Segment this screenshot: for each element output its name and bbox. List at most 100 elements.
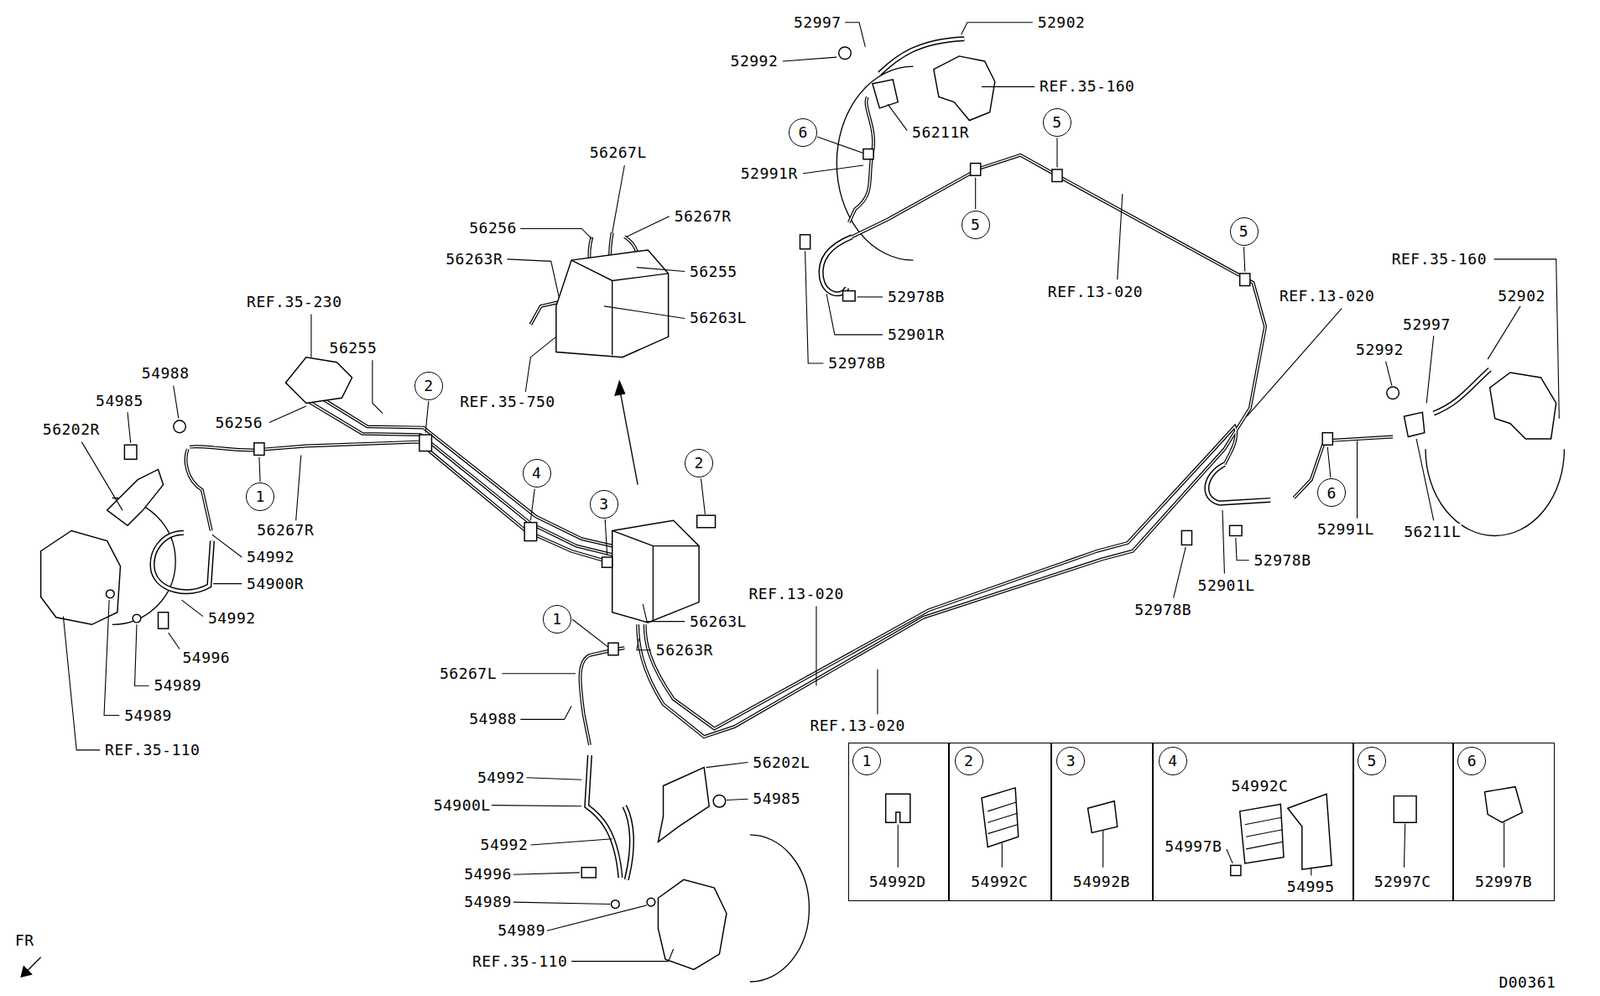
part-label: 54985 xyxy=(94,392,145,410)
hose-bracket xyxy=(107,469,164,526)
callout-circle: 2 xyxy=(954,746,984,776)
part-label: 52992 xyxy=(1355,341,1405,359)
part-label: 56211R xyxy=(911,124,970,141)
arrow-head xyxy=(614,379,626,396)
leader-line xyxy=(897,824,899,868)
parts-table-cell: 54992B 3 xyxy=(1051,742,1154,902)
callout-number: 4 xyxy=(1167,752,1178,770)
callout-circle: 5 xyxy=(1357,746,1387,776)
leader-line xyxy=(1001,843,1003,868)
part-label: REF.13-020 xyxy=(1278,287,1376,305)
clip-icon xyxy=(1393,796,1417,824)
leader-line xyxy=(626,216,670,237)
abs-unit xyxy=(612,520,699,623)
leader-line xyxy=(844,22,866,47)
callout-circle: 4 xyxy=(522,458,552,488)
leader-line xyxy=(1487,306,1521,360)
leader-line xyxy=(1356,440,1358,518)
part-label: 54996 xyxy=(463,865,513,883)
part-label: 56255 xyxy=(328,339,379,357)
pipe-clip xyxy=(970,163,981,177)
callout-circle: 4 xyxy=(1158,746,1188,776)
explode-arrow xyxy=(620,392,638,485)
callout-circle: 5 xyxy=(1229,217,1259,246)
part-label: REF.13-020 xyxy=(808,717,906,735)
part-label: 56267L xyxy=(438,665,498,683)
clip-icon xyxy=(981,787,1019,848)
leader-line xyxy=(62,616,100,751)
part-label: REF.13-020 xyxy=(1047,283,1144,301)
part-number: 54992D xyxy=(868,874,928,892)
leader-line xyxy=(296,454,302,521)
part-label: 56267R xyxy=(255,522,315,540)
part-label: REF.35-160 xyxy=(1391,250,1488,268)
part-label: 52997 xyxy=(792,14,843,32)
part-label: 56263R xyxy=(444,250,504,268)
nut xyxy=(839,46,852,60)
callout-number: 5 xyxy=(1052,114,1062,131)
leader-line xyxy=(547,905,647,931)
leader-line xyxy=(1426,335,1434,403)
parts-table-cell: 54992D1 xyxy=(848,742,949,902)
leader-line xyxy=(974,177,976,210)
part-label: FR xyxy=(14,932,36,949)
part-number: 54992C xyxy=(969,874,1029,892)
part-label: D00361 xyxy=(1497,974,1557,991)
bolt-icon xyxy=(1230,865,1241,876)
pipe-clip xyxy=(602,557,613,568)
leader-line xyxy=(1310,867,1312,876)
washer xyxy=(132,614,141,623)
part-label: 52978B xyxy=(827,354,886,372)
callout-circle: 3 xyxy=(589,489,619,519)
leader-line xyxy=(642,604,685,622)
leader-line xyxy=(887,104,907,131)
part-label: REF.35-110 xyxy=(104,741,201,759)
part-label: 52991R xyxy=(740,165,799,183)
leader-line xyxy=(310,314,312,358)
caliper xyxy=(657,879,726,970)
leader-line xyxy=(857,296,883,298)
callout-number: 1 xyxy=(255,488,265,506)
leader-line xyxy=(520,706,572,720)
callout-circle: 3 xyxy=(1056,746,1085,776)
part-label: 56263L xyxy=(688,613,748,631)
leader-line xyxy=(506,259,559,298)
washer xyxy=(611,900,621,909)
part-label: 56256 xyxy=(468,220,518,238)
brake-hose xyxy=(152,38,1491,880)
leader-line xyxy=(817,136,864,153)
abs-unit xyxy=(612,530,699,621)
part-label: REF.35-750 xyxy=(458,393,556,411)
pipe-clip xyxy=(254,442,265,456)
clip-icon xyxy=(987,802,1017,834)
brake-disc xyxy=(750,834,810,982)
leader-line xyxy=(571,948,674,962)
part-number: 54992B xyxy=(1072,874,1131,892)
callout-number: 6 xyxy=(797,124,808,141)
leader-line xyxy=(1222,510,1225,574)
leader-line xyxy=(525,336,556,392)
leader-line xyxy=(706,762,749,768)
callout-number: 2 xyxy=(693,454,704,472)
leader-line xyxy=(530,839,612,845)
part-label: 56256 xyxy=(213,414,264,432)
part-label: 56211L xyxy=(1402,523,1462,541)
bolt xyxy=(1229,525,1243,536)
leader-line xyxy=(604,519,607,556)
leader-line xyxy=(1246,307,1342,417)
leader-line xyxy=(372,359,383,413)
part-label: 54989 xyxy=(496,922,547,939)
brake-hose xyxy=(152,38,1491,880)
hose-bracket xyxy=(872,79,898,109)
pipe-clip xyxy=(1240,273,1251,287)
leader-line xyxy=(513,872,580,875)
abs-unit xyxy=(571,260,669,355)
brake-disc xyxy=(836,66,913,261)
leader-line xyxy=(81,442,123,511)
part-label: 54992 xyxy=(245,548,296,566)
bracket-icon xyxy=(1287,793,1332,870)
part-label: 54988 xyxy=(140,364,191,382)
leader-line xyxy=(135,624,150,686)
clip-icon xyxy=(885,793,911,823)
